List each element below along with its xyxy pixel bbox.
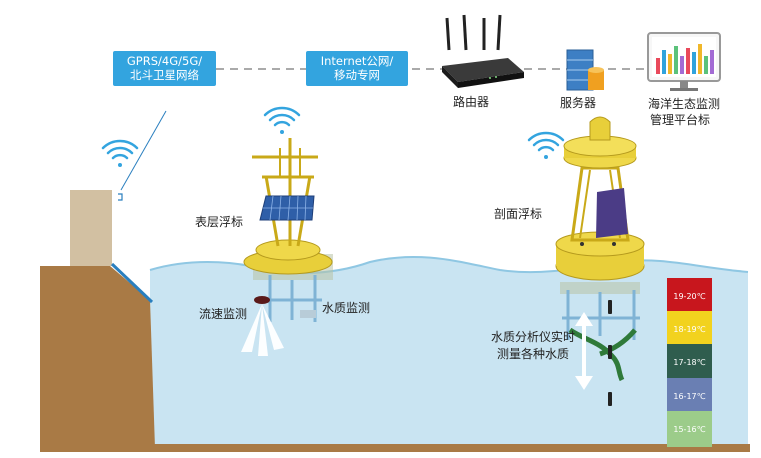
flow-monitoring-label: 流速监测: [199, 307, 248, 321]
analyzer-label-line2: 测量各种水质: [497, 347, 570, 361]
surface-buoy: [243, 138, 333, 322]
sea-water: [150, 256, 748, 448]
seabed: [40, 444, 750, 452]
profile-buoy: [555, 116, 645, 340]
temp-band-17-18: 17-18℃: [667, 344, 712, 380]
temp-band-18-19: 18-19℃: [667, 311, 712, 347]
analyzer-label-line1: 水质分析仪实时: [491, 330, 576, 344]
temp-band-15-16: 15-16℃: [667, 411, 712, 447]
gprs-network-box: GPRS/4G/5G/ 北斗卫星网络: [113, 51, 216, 86]
flow-sensor: [241, 296, 284, 356]
wifi-icon-surface-buoy: [263, 106, 301, 134]
shore-pipe: [110, 262, 154, 304]
vertical-arrow-icon: [575, 312, 593, 390]
surface-buoy-label: 表层浮标: [195, 215, 244, 229]
platform-label-line1: 海洋生态监测: [648, 97, 721, 111]
server-label: 服务器: [560, 96, 597, 110]
router-label: 路由器: [453, 95, 490, 109]
server-icon: [566, 49, 604, 91]
shore-building: [70, 190, 112, 266]
land: [40, 266, 155, 448]
internet-line1: Internet公网/: [320, 54, 394, 68]
temp-label-16-17: 16-17℃: [673, 391, 706, 401]
monitor-icon: [647, 32, 721, 91]
gprs-line2: 北斗卫星网络: [130, 68, 199, 82]
wifi-icon-shore: [101, 139, 139, 167]
platform-label-line2: 管理平台标: [650, 113, 711, 127]
profile-sensors: [608, 300, 612, 406]
temp-band-19-20: 19-20℃: [667, 278, 712, 314]
uplink-line: [120, 110, 167, 191]
water-quality-label: 水质监测: [322, 301, 371, 315]
internet-line2: 移动专网: [334, 68, 380, 82]
shore-antenna-bracket: [118, 193, 123, 201]
wifi-icon-profile-buoy: [527, 131, 565, 159]
temp-label-17-18: 17-18℃: [673, 357, 706, 367]
internet-network-box: Internet公网/ 移动专网: [306, 51, 408, 86]
temp-label-18-19: 18-19℃: [673, 324, 706, 334]
temp-label-19-20: 19-20℃: [673, 291, 706, 301]
sensor-cable-2: [599, 328, 637, 357]
temp-band-16-17: 16-17℃: [667, 378, 712, 414]
gprs-line1: GPRS/4G/5G/: [126, 54, 203, 68]
profile-buoy-panel: [596, 188, 628, 238]
temp-label-15-16: 15-16℃: [673, 424, 706, 434]
router-icon: [442, 14, 524, 88]
profile-buoy-label: 剖面浮标: [494, 207, 543, 221]
